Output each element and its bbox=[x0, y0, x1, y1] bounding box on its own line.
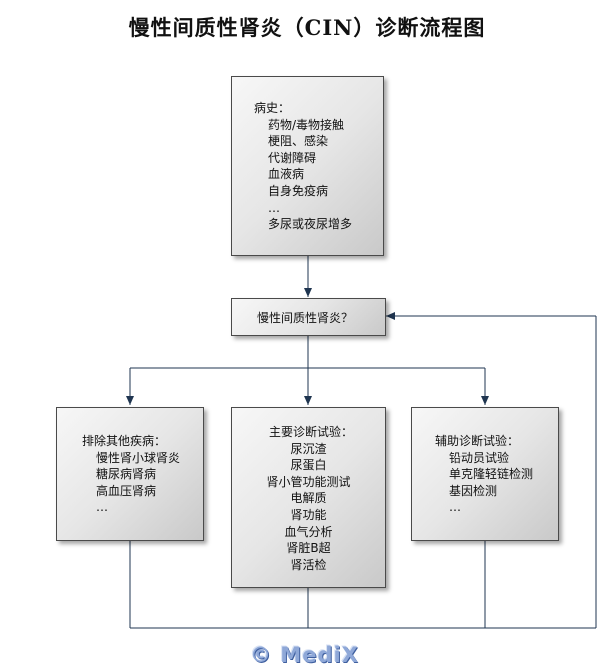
question-box: 慢性间质性肾炎？ bbox=[231, 298, 386, 336]
main-tests-item: 肾脏B超 bbox=[286, 541, 331, 556]
history-item: 代谢障碍 bbox=[268, 150, 317, 165]
history-item: … bbox=[268, 200, 280, 215]
aux-tests-item: 单克隆轻链检测 bbox=[449, 467, 534, 482]
main-tests-item: 肾功能 bbox=[290, 507, 327, 522]
main-tests-item: 尿沉渣 bbox=[290, 441, 327, 456]
main-tests-heading: 主要诊断试验： bbox=[269, 425, 354, 439]
question-text: 慢性间质性肾炎？ bbox=[257, 311, 354, 325]
main-tests-item: 电解质 bbox=[290, 491, 327, 506]
aux-tests-item: … bbox=[449, 500, 461, 515]
exclude-item: … bbox=[96, 500, 108, 515]
history-item: 自身免疫病 bbox=[268, 183, 329, 198]
history-item: 多尿或夜尿增多 bbox=[268, 217, 353, 232]
main-tests-item: 血气分析 bbox=[284, 524, 333, 539]
exclude-item: 慢性肾小球肾炎 bbox=[96, 450, 181, 465]
aux-tests-item: 铅动员试验 bbox=[449, 450, 510, 465]
exclude-heading: 排除其他疾病： bbox=[82, 434, 167, 448]
history-box: 病史： 药物/毒物接触 梗阻、感染 代谢障碍 血液病 自身免疫病 … 多尿或夜尿… bbox=[231, 76, 384, 256]
main-tests-box: 主要诊断试验： 尿沉渣 尿蛋白 肾小管功能测试 电解质 肾功能 血气分析 肾脏B… bbox=[231, 407, 386, 588]
diagram-title: 慢性间质性肾炎（CIN）诊断流程图 bbox=[128, 15, 486, 40]
main-tests-item: 尿蛋白 bbox=[290, 458, 327, 473]
medix-watermark: © MediX bbox=[250, 643, 359, 667]
exclude-item: 糖尿病肾病 bbox=[96, 467, 157, 482]
history-item: 药物/毒物接触 bbox=[268, 117, 345, 132]
main-tests-item: 肾小管功能测试 bbox=[266, 474, 351, 489]
aux-tests-item: 基因检测 bbox=[449, 483, 498, 498]
history-item: 梗阻、感染 bbox=[268, 134, 329, 149]
main-tests-item: 肾活检 bbox=[290, 557, 327, 572]
exclude-box: 排除其他疾病： 慢性肾小球肾炎 糖尿病肾病 高血压肾病 … bbox=[56, 407, 204, 541]
history-item: 血液病 bbox=[268, 167, 305, 182]
aux-tests-box: 辅助诊断试验： 铅动员试验 单克隆轻链检测 基因检测 … bbox=[411, 407, 559, 541]
aux-tests-heading: 辅助诊断试验： bbox=[435, 434, 520, 448]
history-heading: 病史： bbox=[254, 101, 291, 115]
exclude-item: 高血压肾病 bbox=[96, 483, 157, 498]
